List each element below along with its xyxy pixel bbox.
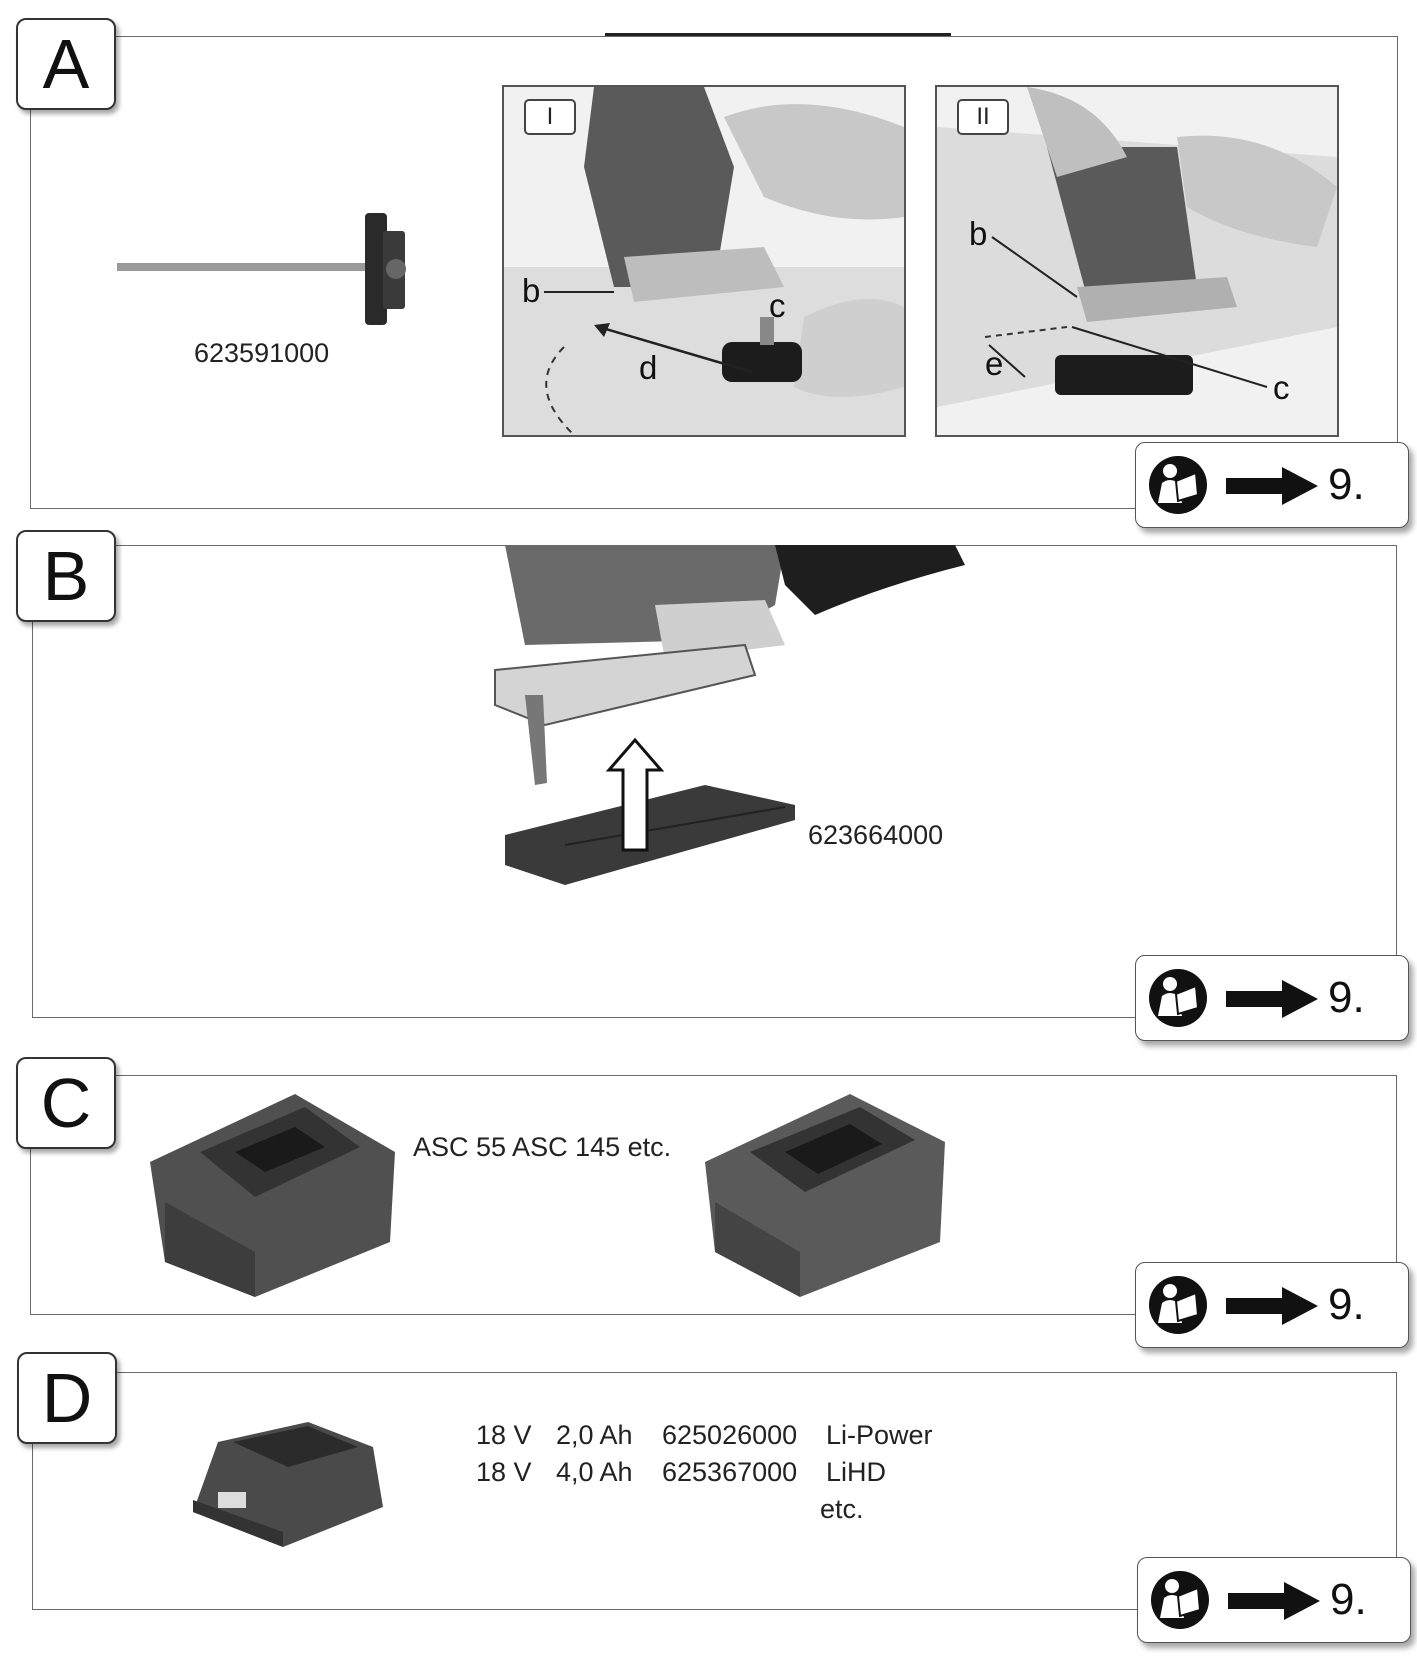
- panel-d-letter: D: [17, 1352, 117, 1444]
- callout-b-2: b: [969, 215, 988, 252]
- battery-2-part: 625367000: [662, 1457, 798, 1487]
- photo-step-1: I b c d: [502, 85, 906, 437]
- callout-e: e: [985, 345, 1004, 382]
- charger-2-illustration: [705, 1094, 945, 1297]
- battery-1-type: Li-Power: [826, 1420, 933, 1450]
- circle-cutter-illustration: [117, 213, 406, 325]
- panel-a-letter: A: [16, 18, 116, 110]
- read-manual-icon: [1149, 1276, 1207, 1334]
- panel-c-letter: C: [16, 1057, 116, 1149]
- photo-1-label: I: [524, 99, 576, 135]
- read-manual-icon: [1149, 969, 1207, 1027]
- photo-2-label: II: [957, 99, 1009, 135]
- top-rule: [605, 33, 951, 36]
- callout-c-2: c: [1273, 369, 1290, 406]
- part-number-a: 623591000: [194, 338, 330, 368]
- arrow-right-icon: [1228, 1582, 1320, 1620]
- manual-ref-b: 9.: [1135, 955, 1409, 1041]
- chargers-text: ASC 55 ASC 145 etc.: [413, 1132, 672, 1162]
- arrow-right-icon: [1226, 1287, 1318, 1325]
- battery-2-capacity: 4,0 Ah: [556, 1457, 633, 1487]
- battery-etc: etc.: [820, 1494, 864, 1524]
- part-number-b: 623664000: [808, 820, 944, 850]
- battery-1-capacity: 2,0 Ah: [556, 1420, 633, 1450]
- read-manual-icon: [1149, 456, 1207, 514]
- manual-ref-d: 9.: [1137, 1557, 1411, 1643]
- arrow-right-icon: [1226, 980, 1318, 1018]
- battery-1-voltage: 18 V: [476, 1420, 532, 1450]
- read-manual-icon: [1151, 1571, 1209, 1629]
- battery-2-type: LiHD: [826, 1457, 887, 1487]
- manual-ref-a: 9.: [1135, 442, 1409, 528]
- battery-1-part: 625026000: [662, 1420, 798, 1450]
- manual-ref-c: 9.: [1135, 1262, 1409, 1348]
- ref-number-b: 9.: [1328, 973, 1365, 1022]
- ref-number-c: 9.: [1328, 1280, 1365, 1329]
- charger-1-illustration: [150, 1094, 395, 1297]
- photo-step-2: II b e c: [935, 85, 1339, 437]
- panel-b-letter: B: [16, 530, 116, 622]
- ref-number-a: 9.: [1328, 460, 1365, 509]
- callout-c: c: [769, 287, 786, 324]
- callout-b: b: [522, 272, 541, 309]
- battery-illustration: [193, 1422, 383, 1547]
- jigsaw-illustration: [494, 545, 965, 885]
- arrow-right-icon: [1226, 467, 1318, 505]
- battery-2-voltage: 18 V: [476, 1457, 532, 1487]
- ref-number-d: 9.: [1330, 1575, 1367, 1624]
- callout-d: d: [639, 349, 658, 386]
